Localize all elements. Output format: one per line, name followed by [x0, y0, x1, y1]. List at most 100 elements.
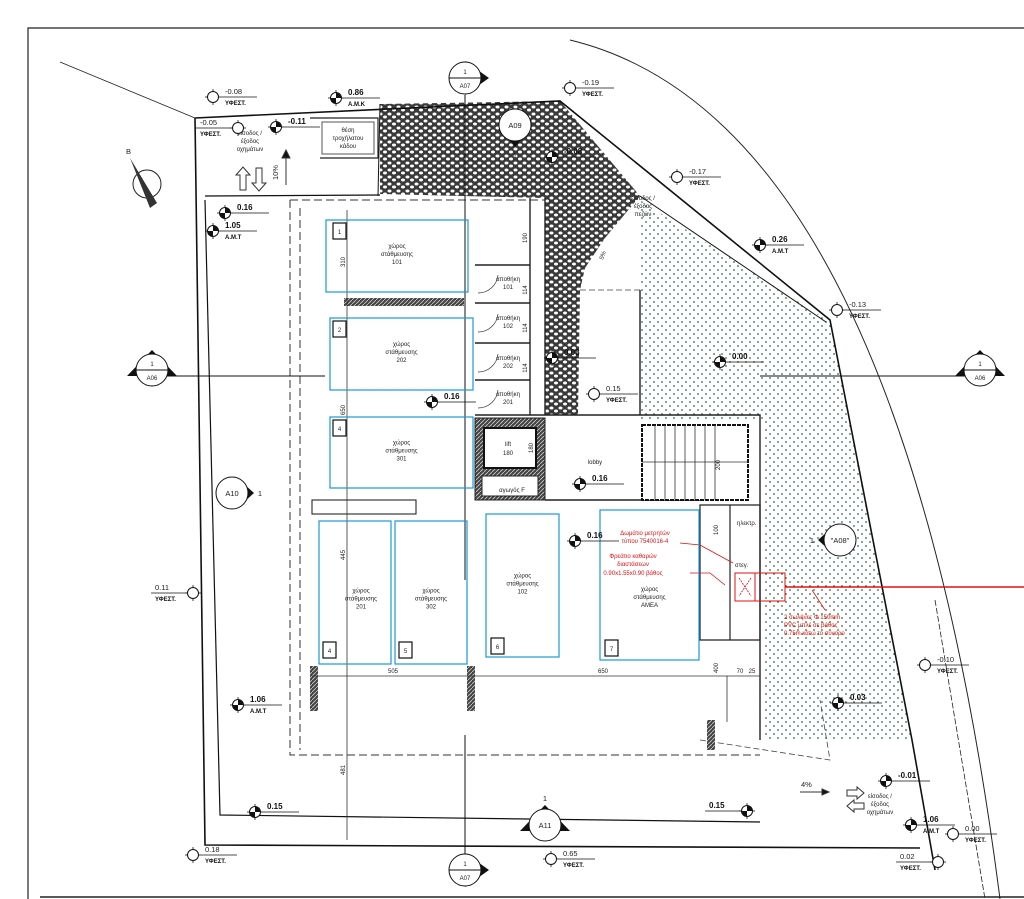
section-number: 1: [463, 70, 467, 76]
parking-label: στάθμευσης: [506, 581, 538, 588]
column: [467, 666, 475, 711]
survey-point-icon: [564, 82, 576, 94]
section-number: 1: [543, 794, 547, 803]
survey-point-icon: [232, 122, 244, 134]
level-quadrant: [911, 819, 917, 825]
dimension-label: 481: [341, 764, 347, 775]
parking-label: στάθμευσης: [385, 448, 417, 455]
elevation-value: 0.16: [592, 474, 608, 483]
vehicle-entry-label: είσοδος /: [238, 131, 262, 137]
slope-label: 10%: [271, 165, 280, 180]
road-line: [934, 599, 986, 899]
elevation-marker: 0.15: [705, 801, 755, 819]
level-quadrant: [330, 98, 336, 104]
elevation-marker: 0.16: [572, 474, 624, 492]
level-quadrant: [886, 775, 892, 781]
elevation-value: -0.08: [225, 87, 242, 96]
elevation-value: 0.65: [563, 849, 578, 858]
elevation-value: 0.15: [267, 802, 283, 811]
parking-label: στάθμευσης: [381, 251, 413, 258]
parking-number: 4: [338, 427, 342, 433]
parking-number: 1: [338, 230, 342, 236]
parking-number: 2: [338, 328, 342, 334]
parking-code: ΑΜΕΑ: [641, 603, 658, 609]
storage-code: 102: [503, 324, 514, 330]
elevation-marker: 0.26Α.Μ.Τ: [752, 235, 804, 255]
traffic-arrows-icon: [234, 148, 865, 814]
bin-location: [321, 121, 375, 155]
level-quadrant: [741, 811, 747, 817]
level-quadrant: [552, 151, 558, 157]
storage-label: αποθήκη: [496, 355, 520, 362]
parking-number-box: [322, 641, 337, 659]
dimension-label: 650: [341, 404, 347, 415]
level-quadrant: [714, 362, 720, 368]
elevation-value: 1.06: [250, 695, 266, 704]
stair-treads: [642, 425, 748, 500]
parking-label: χώρος: [352, 589, 369, 595]
parking-outline: [325, 219, 469, 293]
section-sheet: A09: [508, 121, 521, 130]
elevation-value: 0.15: [606, 384, 621, 393]
parking-code: 302: [426, 605, 437, 611]
section-circle: [823, 523, 857, 557]
elevation-value: 0.86: [348, 88, 364, 97]
level-quadrant: [720, 356, 726, 362]
elevation-type: Α.Μ.Τ: [250, 709, 267, 715]
parking-code: 201: [356, 605, 367, 611]
section-circle: [528, 808, 562, 842]
elevation-value: 0.11: [155, 583, 169, 592]
level-quadrant: [552, 352, 558, 358]
elevation-type: ΥΦΕΣΤ.: [849, 314, 870, 320]
level-quadrant: [569, 541, 575, 547]
elevation-value: 0.16: [237, 203, 253, 212]
elevation-value: 0.00: [732, 352, 748, 361]
survey-point-icon: [947, 828, 959, 840]
pipes-note: 0.75m κάτω το σύνορο: [784, 630, 845, 637]
parking-outline: [329, 416, 474, 489]
parking-outline: [329, 317, 474, 391]
elevation-type: ΥΦΕΣΤ.: [606, 398, 627, 404]
section-sheet: A11: [539, 821, 552, 830]
section-sheet: A07: [460, 876, 471, 882]
elevation-type: ΥΦΕΣΤ.: [965, 838, 986, 844]
water-room-label: στεγ.: [735, 563, 749, 569]
elevation-marker: 0.03: [830, 693, 882, 711]
level-quadrant: [232, 705, 238, 711]
section-sheet: A07: [460, 84, 471, 90]
parking-label: στάθμευσης: [415, 596, 447, 603]
elevation-value: -0.10: [937, 655, 954, 664]
vehicle-exit-label: είσοδος /: [868, 794, 892, 800]
section-number: 1: [150, 362, 154, 368]
duct-label: αγωγός F: [499, 487, 525, 494]
elevation-type: Α.Μ.Κ: [348, 102, 366, 108]
survey-point-icon: [831, 304, 843, 316]
level-quadrant: [213, 225, 219, 231]
survey-point-icon: [545, 853, 557, 865]
door-swing: [477, 353, 499, 373]
parking-label: χώρος: [514, 574, 531, 580]
parking-spaces: 1χώροςστάθμευσης1012χώροςστάθμευσης2024χ…: [318, 219, 700, 665]
elevation-marker: 0.15: [247, 802, 299, 820]
survey-point-icon: [207, 91, 219, 103]
note-text: Δωμάτιο μετρητών τύπου 7540016-4 Φρεάτιο…: [603, 530, 845, 637]
pipes-note: PVC μπλέ σε βάθος: [784, 622, 838, 629]
storage-code: 101: [503, 285, 514, 291]
parking-number-box: [332, 222, 347, 240]
elevation-marker: 1.06Α.Μ.Τ: [903, 815, 955, 835]
level-quadrant: [546, 358, 552, 364]
electric-room-label: ηλεκτρ.: [737, 521, 757, 527]
manhole-note: Φρεάτιο καθαρών: [609, 553, 656, 560]
elevation-marker: -0.01: [878, 771, 930, 789]
site-boundary: [194, 117, 921, 849]
